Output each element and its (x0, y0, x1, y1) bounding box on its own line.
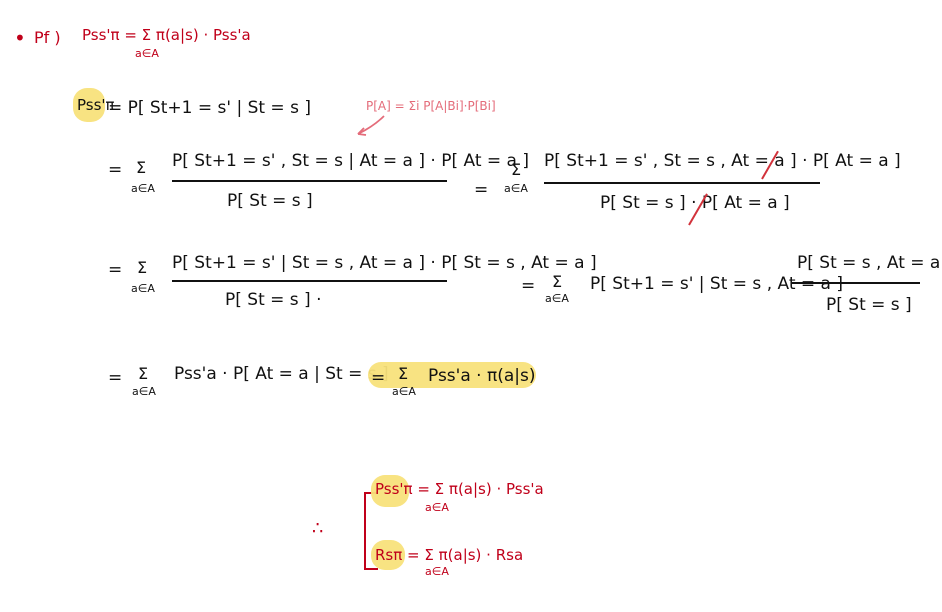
line3-under1: a∈A (131, 282, 155, 295)
line2-eq1: = (108, 160, 123, 180)
header-formula: Pss'π = Σ π(a|s) · Pss'a (82, 26, 251, 44)
line3-under2: a∈A (545, 292, 569, 305)
conclusion-row1: Pss'π = Σ π(a|s) · Pss'a (375, 480, 544, 498)
line3-eq1: = (108, 260, 123, 280)
line2-eq2: = (474, 180, 489, 200)
line3-num2: P[ St = s , At = a ] (797, 253, 942, 273)
conclusion-row2: Rsπ = Σ π(a|s) · Rsa (375, 546, 524, 564)
fraction-bar (544, 182, 820, 184)
line2-under2: a∈A (504, 182, 528, 195)
line3-num1: P[ St+1 = s' | St = s , At = a ] · P[ St… (172, 253, 597, 273)
line4-sum2: Σ (398, 364, 409, 383)
line2-num1: P[ St+1 = s' , St = s | At = a ] · P[ At… (172, 151, 529, 171)
line2-den2: P[ St = s ] · P[ At = a ] (600, 193, 790, 213)
line4-eq2: = (371, 368, 386, 388)
lhs-highlight (73, 88, 105, 122)
line3-den2: P[ St = s ] (826, 295, 912, 315)
line4-eq1: = (108, 368, 123, 388)
header-subscript: a∈A (135, 47, 159, 60)
line3-eq2: = (521, 276, 536, 296)
side-note: P[A] = Σi P[A|Bi]·P[Bi] (366, 99, 496, 113)
line4-expr1: Pss'a · P[ At = a | St = s ] (174, 364, 389, 384)
conclusion-row2-under: a∈A (425, 565, 449, 578)
line3-den1: P[ St = s ] · (225, 290, 322, 310)
proof-label: Pf ) (34, 28, 61, 47)
line2-under1: a∈A (131, 182, 155, 195)
line4-under2: a∈A (392, 385, 416, 398)
line1-lhs: Pss'π (77, 96, 115, 114)
line2-sum2: Σ (511, 160, 522, 179)
line2-num2: P[ St+1 = s' , St = s , At = a ] · P[ At… (544, 151, 901, 171)
line1-rhs: = P[ St+1 = s' | St = s ] (108, 98, 311, 118)
therefore-symbol: ∴ (312, 518, 324, 539)
line4-under1: a∈A (132, 385, 156, 398)
line2-den1: P[ St = s ] (227, 191, 313, 211)
fraction-bar (172, 180, 447, 182)
line3-sum2: Σ (552, 272, 563, 291)
line3-mid: P[ St+1 = s' | St = s , At = a ] (590, 274, 843, 294)
result-highlight (368, 362, 536, 388)
line2-sum1: Σ (136, 158, 147, 177)
line4-expr2: Pss'a · π(a|s) (428, 366, 536, 386)
line3-sum1: Σ (137, 258, 148, 277)
conclusion-highlight-2 (371, 540, 405, 570)
conclusion-row1-under: a∈A (425, 501, 449, 514)
conclusion-highlight-1 (371, 475, 409, 507)
fraction-bar (172, 280, 447, 282)
note-arrow-icon (357, 115, 385, 136)
bullet: • (14, 26, 26, 50)
fraction-bar (792, 282, 920, 284)
line4-sum1: Σ (138, 364, 149, 383)
